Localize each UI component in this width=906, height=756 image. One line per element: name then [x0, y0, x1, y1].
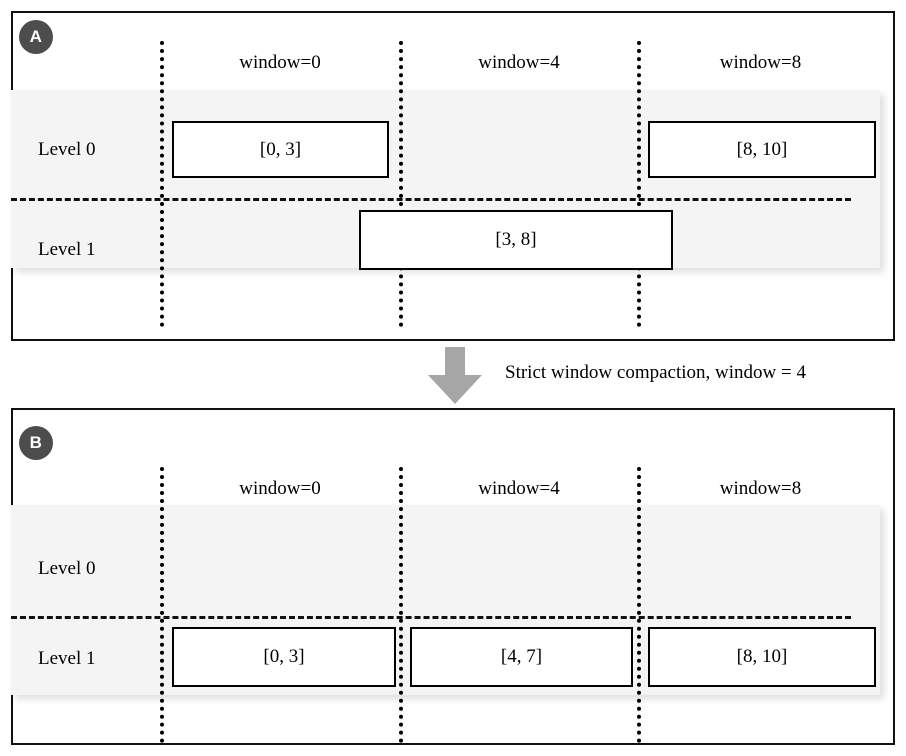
level-label-0-b: Level 0 [38, 558, 96, 579]
window-label-0-b: window=0 [239, 478, 321, 499]
window-label-0-a: window=0 [239, 52, 321, 73]
window-label-4-a: window=4 [478, 52, 560, 73]
window-boundary-0-a [160, 41, 164, 327]
window-label-4-b: window=4 [478, 478, 560, 499]
window-label-8-a: window=8 [719, 52, 802, 73]
level-label-1-b: Level 1 [38, 648, 96, 669]
level-divider-a [11, 198, 851, 201]
window-boundary-8-b [637, 467, 641, 743]
panel-badge-b: B [19, 426, 53, 460]
window-boundary-0-b [160, 467, 164, 743]
window-boundary-4-b [399, 467, 403, 743]
level-label-0-a: Level 0 [38, 139, 96, 160]
window-label-8-b: window=8 [719, 478, 802, 499]
interval-box-b-l1-2[interactable]: [8, 10] [648, 627, 876, 687]
window-boundary-8-a [637, 41, 641, 327]
interval-box-b-l1-1[interactable]: [4, 7] [410, 627, 633, 687]
transition-group: Strict window compaction, window = 4 [0, 341, 906, 408]
interval-box-a-l0-1[interactable]: [8, 10] [648, 121, 876, 178]
panel-badge-a: A [19, 20, 53, 54]
window-boundary-4-a [399, 41, 403, 327]
transition-caption: Strict window compaction, window = 4 [505, 362, 806, 383]
level-divider-b [11, 616, 851, 619]
level-label-1-a: Level 1 [38, 239, 96, 260]
interval-box-a-l0-0[interactable]: [0, 3] [172, 121, 389, 178]
arrow-down-icon [428, 347, 482, 404]
interval-box-b-l1-0[interactable]: [0, 3] [172, 627, 396, 687]
interval-box-a-l1-0[interactable]: [3, 8] [359, 210, 673, 270]
